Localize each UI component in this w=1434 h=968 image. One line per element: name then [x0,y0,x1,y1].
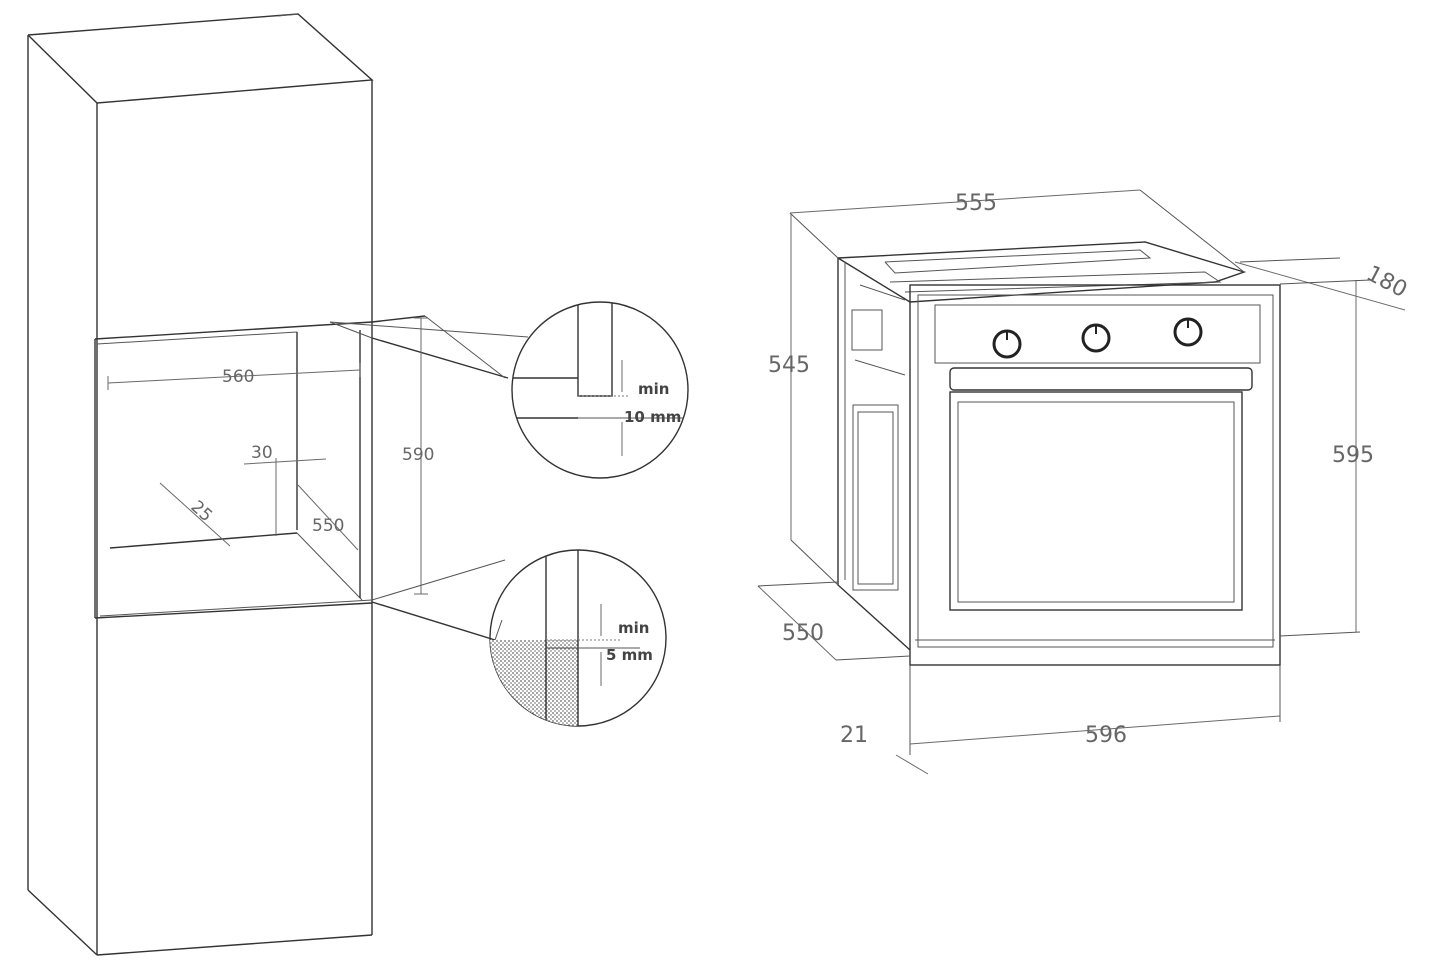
niche-top-edge [94,321,373,340]
oven-door-handle[interactable] [949,367,1253,391]
detail-top-value: 10 mm [624,408,681,426]
oven-side [837,258,911,651]
dim-cabinet-height: 590 [402,445,434,465]
detail-bottom-value: 5 mm [606,646,653,664]
cabinet-top-face [27,13,374,104]
control-knob-center[interactable] [1081,323,1111,353]
cabinet-drawing: 560 590 30 25 550 [27,13,529,956]
dim-rear-gap: 30 [251,443,273,463]
detail-top-clearance: min 10 mm [511,301,689,479]
dim-cabinet-depth: 550 [312,516,344,536]
dim-oven-body-height: 545 [768,353,810,378]
oven-top-face [837,241,1247,303]
dim-oven-top-width: 555 [955,191,997,216]
dim-oven-front-thickness: 21 [840,723,868,748]
dim-oven-front-width: 596 [1085,723,1127,748]
oven-drawing: 555 545 180 595 550 21 596 [757,189,1411,775]
detail-bottom-clearance: min 5 mm [489,549,667,727]
dim-oven-front-height: 595 [1332,443,1374,468]
detail-top-min: min [638,380,669,398]
oven-door-window [949,391,1243,611]
dim-cabinet-width: 560 [222,367,254,387]
oven-front-frame [909,284,1281,666]
control-knob-right[interactable] [1173,317,1203,347]
dim-oven-depth: 550 [782,621,824,646]
niche-bottom-edge [94,602,373,619]
control-knob-left[interactable] [992,329,1022,359]
dim-side-gap: 25 [187,497,216,526]
oven-control-panel [934,304,1261,364]
detail-bottom-min: min [618,619,649,637]
dim-oven-panel-depth: 180 [1362,261,1411,303]
